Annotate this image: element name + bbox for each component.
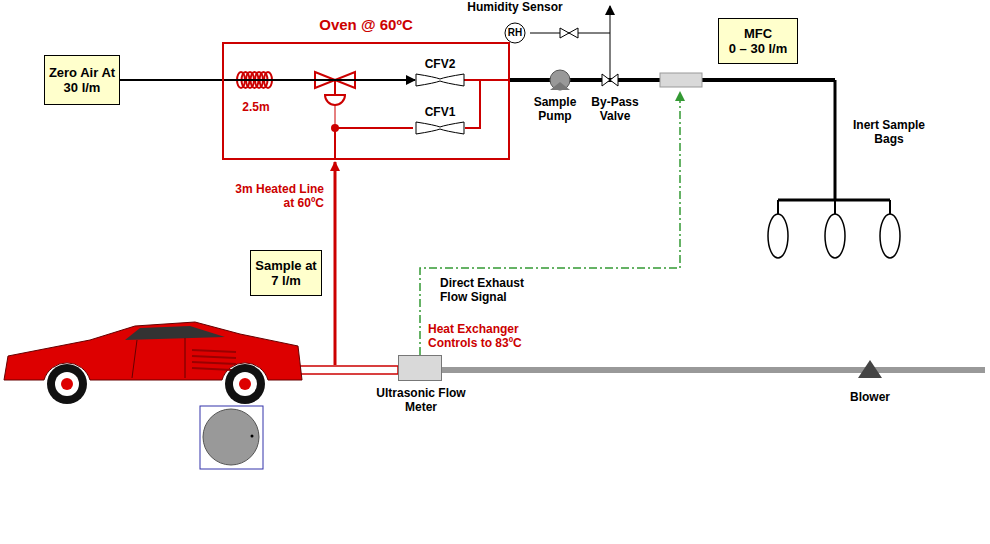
heated-line bbox=[334, 162, 337, 365]
tailpipe bbox=[300, 366, 398, 374]
car bbox=[4, 322, 302, 404]
dyno-roller bbox=[200, 406, 263, 469]
blower bbox=[858, 360, 882, 378]
sample-line bbox=[510, 6, 900, 258]
node-text: Sample at 7 l/m bbox=[254, 258, 318, 288]
pump-label: Sample Pump bbox=[525, 95, 585, 123]
exhaust-line bbox=[442, 367, 985, 373]
air-source-box: Zero Air At 30 l/m bbox=[44, 55, 120, 105]
node-text: Oven @ 60ºC bbox=[224, 16, 508, 34]
node-text: MFC bbox=[722, 26, 794, 41]
valve-label: By-Pass Valve bbox=[588, 95, 642, 123]
bags-label: Inert Sample Bags bbox=[846, 118, 932, 146]
humidity-sensor: Humidity SensorRH bbox=[500, 22, 530, 44]
venturi: CFV2 bbox=[415, 56, 465, 88]
sample-pump bbox=[550, 70, 570, 90]
bypass-valve bbox=[602, 74, 618, 86]
connector bbox=[465, 80, 480, 128]
signal-label: Direct Exhaust Flow Signal bbox=[440, 276, 552, 304]
blower-label: Blower bbox=[840, 390, 900, 404]
coil-length: 2.5m bbox=[236, 100, 276, 114]
venturi: CFV1 bbox=[415, 104, 465, 136]
node-text: Zero Air At 30 l/m bbox=[48, 65, 116, 95]
mfc-box: MFC0 – 30 l/m bbox=[718, 18, 798, 64]
node-text: Humidity Sensor bbox=[455, 0, 575, 14]
heat-exchanger-label: Heat Exchanger Controls to 83ºC bbox=[428, 322, 546, 350]
flow-meter: Ultrasonic Flow Meter bbox=[398, 355, 442, 381]
sample-box: Sample at 7 l/m bbox=[250, 250, 322, 296]
node-text: CFV2 bbox=[415, 56, 465, 72]
oven-plumbing bbox=[224, 72, 508, 160]
node-text: 0 – 30 l/m bbox=[722, 41, 794, 56]
node-text: RH bbox=[500, 22, 530, 44]
node-text: Ultrasonic Flow Meter bbox=[366, 386, 476, 414]
connector bbox=[120, 79, 415, 81]
mfc-device bbox=[660, 73, 702, 87]
line-label: 3m Heated Line at 60ºC bbox=[226, 182, 324, 210]
node-text: CFV1 bbox=[415, 104, 465, 120]
